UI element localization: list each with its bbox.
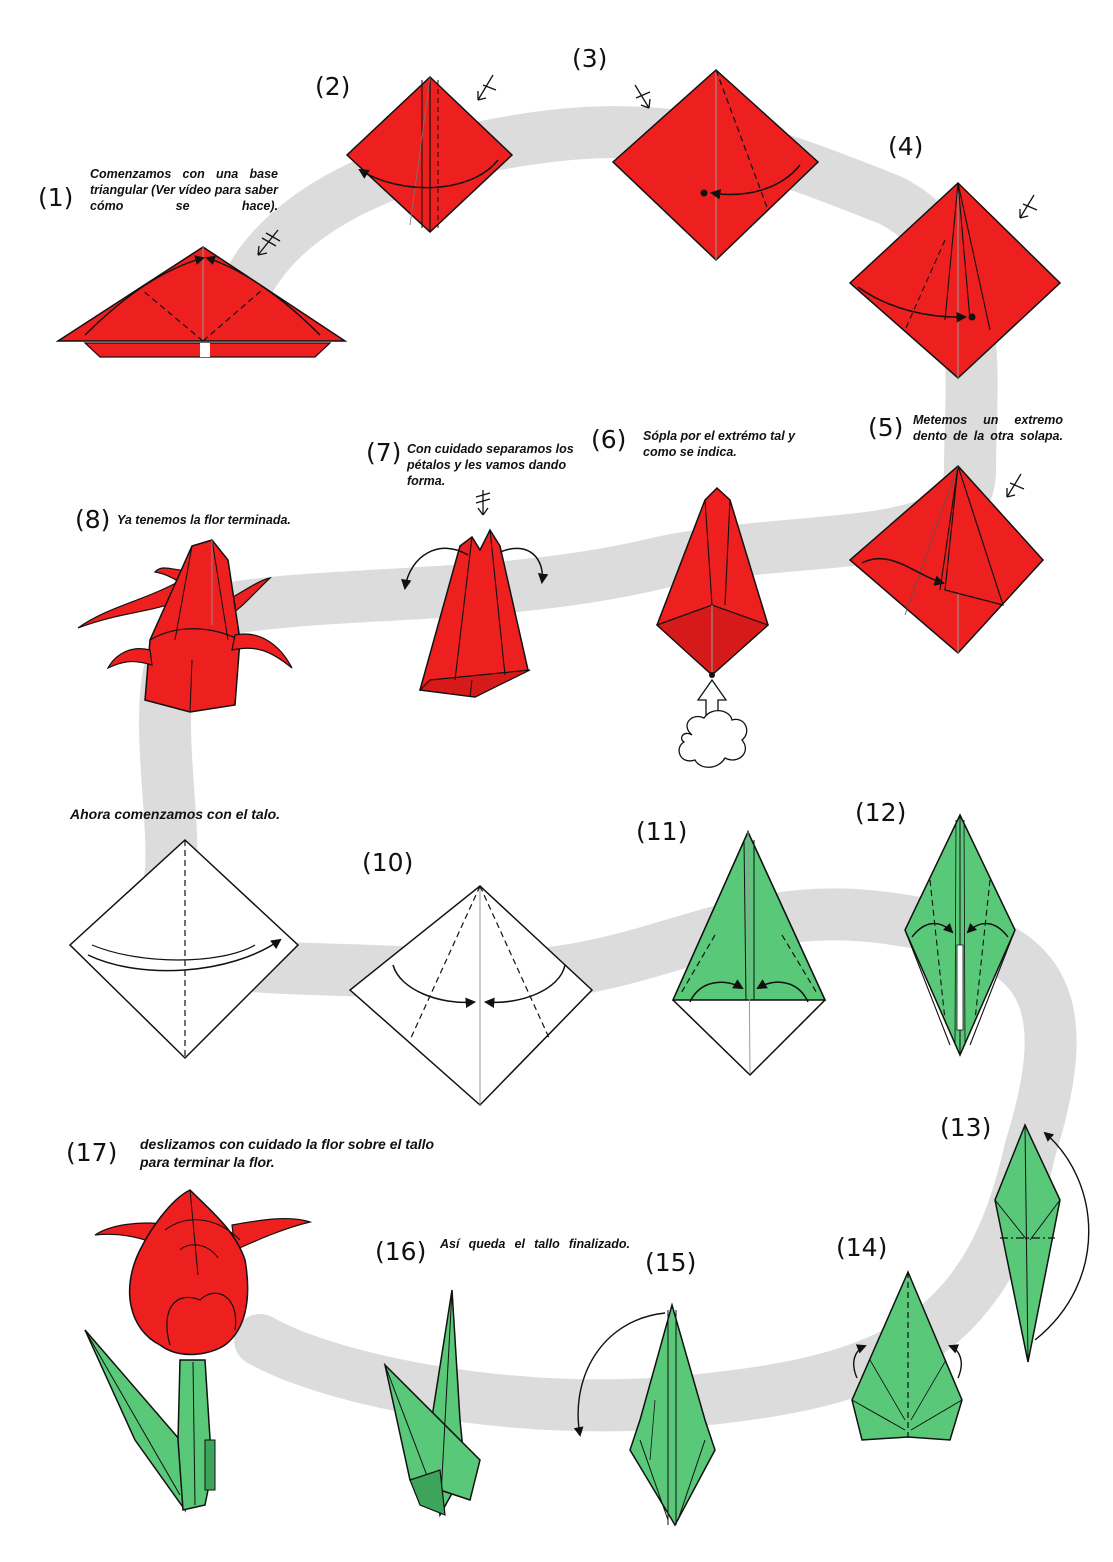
- step-5-figure: [848, 464, 1045, 655]
- step-6-figure: [655, 486, 770, 768]
- step-4-number: (4): [888, 132, 924, 161]
- step-15-number: (15): [645, 1248, 697, 1277]
- step-8-figure: [77, 539, 293, 713]
- step-10-figure: [348, 885, 594, 1107]
- step-2-figure: [345, 74, 514, 234]
- step-3-number: (3): [572, 44, 608, 73]
- step-7-note: Con cuidado separamos los pétalos y les …: [407, 442, 574, 488]
- guide-path: [139, 106, 1077, 1432]
- step-13-number: (13): [940, 1113, 992, 1142]
- step-8-number: (8): [75, 505, 111, 534]
- step-10-number: (10): [362, 848, 414, 877]
- step-16-note: Así queda el tallo finalizado.: [440, 1237, 630, 1251]
- step-16-figure: [383, 1289, 481, 1518]
- stem-section-heading: Ahora comenzamos con el talo.: [70, 806, 281, 822]
- step-17-figure: [84, 1189, 313, 1513]
- step-6-number: (6): [591, 425, 627, 454]
- step-15-figure: [573, 1302, 716, 1527]
- step-16-number: (16): [375, 1237, 427, 1266]
- step-12-number: (12): [855, 798, 907, 827]
- step-13-figure: [994, 1123, 1090, 1363]
- step-2-number: (2): [315, 72, 351, 101]
- step-11-number: (11): [636, 817, 688, 846]
- step-1-figure: [55, 229, 348, 358]
- step-11-figure: [671, 830, 827, 1077]
- step-5-number: (5): [868, 413, 904, 442]
- step-7-number: (7): [366, 438, 402, 467]
- step-17-number: (17): [66, 1138, 118, 1167]
- step-7-figure: [401, 490, 549, 698]
- step-1-number: (1): [38, 183, 74, 212]
- step-6-note: Sópla por el extrémo tal y como se indic…: [643, 429, 796, 459]
- step-8-note: Ya tenemos la flor terminada.: [117, 513, 291, 527]
- step-5-note: Metemos un extremo dento de la otra sola…: [913, 413, 1063, 443]
- step-1-note: Comenzamos con una base triangular (Ver …: [90, 167, 278, 213]
- step-12-figure: [904, 813, 1016, 1057]
- step-17-note: deslizamos con cuidado la flor sobre el …: [140, 1136, 435, 1170]
- step-4-figure: [848, 181, 1062, 380]
- step-3-figure: [611, 68, 820, 262]
- step-14-figure: [851, 1270, 963, 1441]
- step-14-number: (14): [836, 1233, 888, 1262]
- step-9-figure: [68, 838, 300, 1060]
